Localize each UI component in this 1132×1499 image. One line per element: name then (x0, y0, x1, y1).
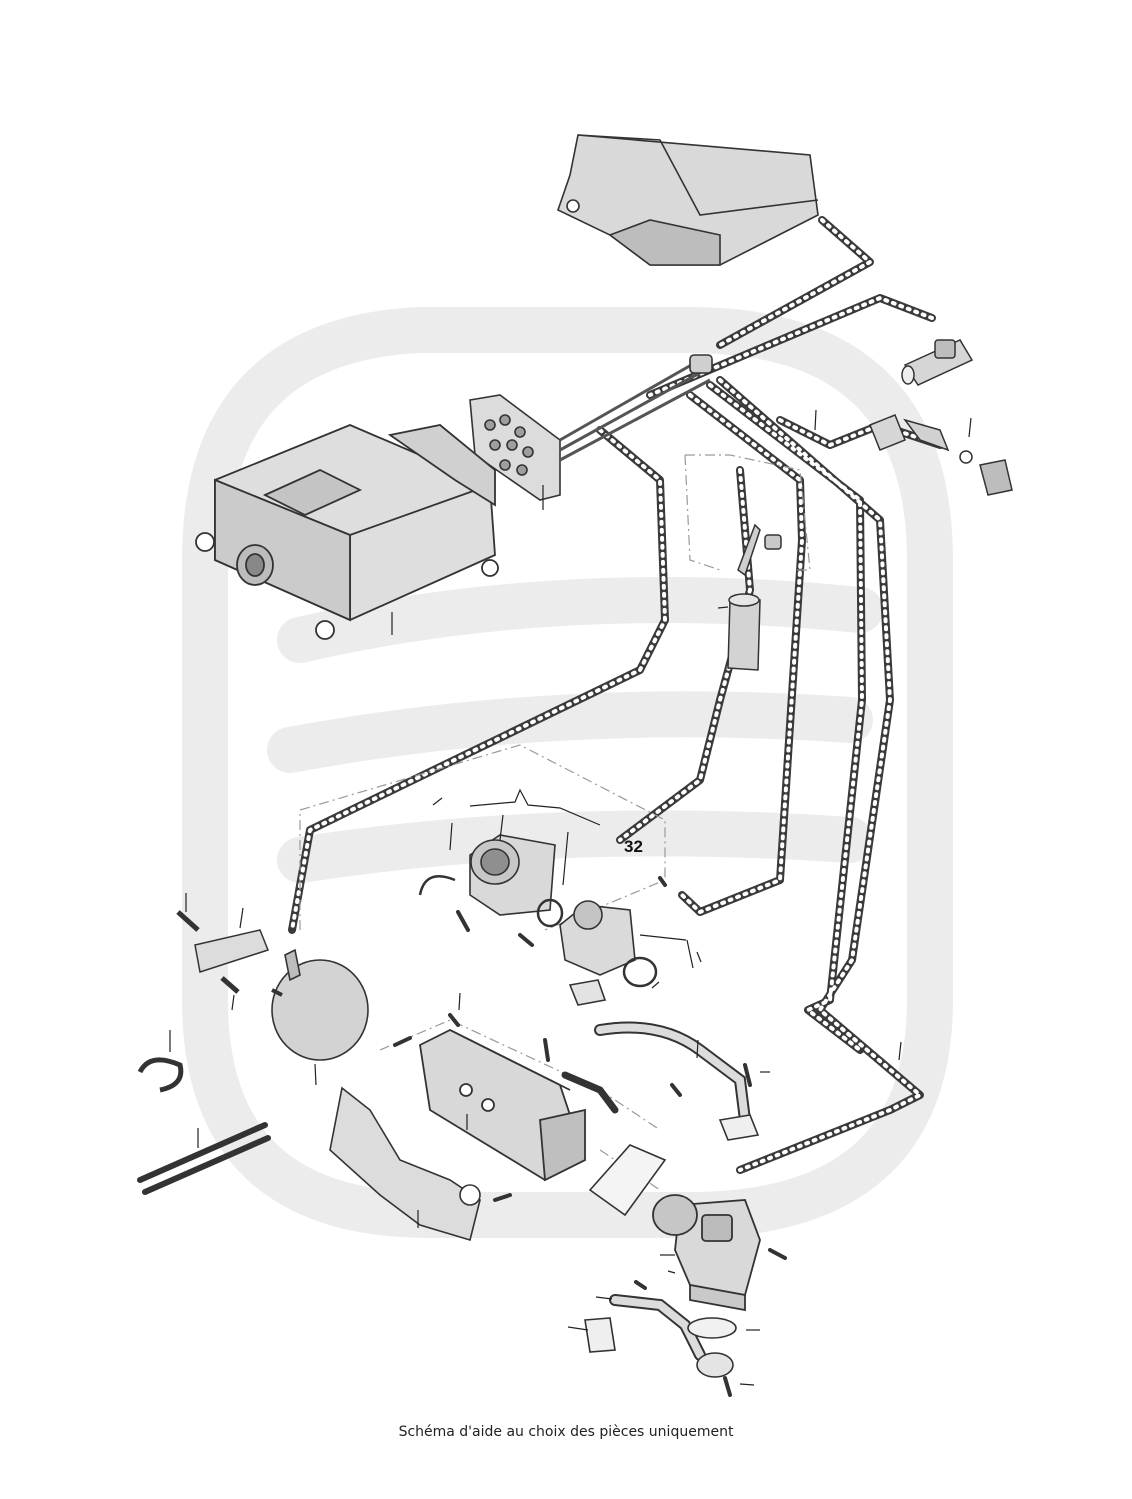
bolts (393, 876, 787, 1397)
small-parts-left (137, 910, 271, 1195)
callout-32: 32 (624, 837, 643, 856)
air-filter-housing (557, 134, 819, 266)
assembly-guides (299, 454, 811, 1191)
multi-pin-connector (469, 354, 713, 501)
hoses (288, 216, 944, 1174)
throttle-housing (418, 834, 564, 928)
disclaimer-caption: Schéma d'aide au choix des pièces unique… (398, 1424, 734, 1440)
egr-module (652, 1194, 761, 1312)
pipes-and-gaskets (584, 1021, 760, 1378)
vacuum-reservoir (271, 948, 369, 1061)
mounting-bracket (329, 1086, 481, 1242)
leader-lines (169, 409, 972, 1386)
vacuum-valves (869, 339, 1013, 496)
egr-valve (559, 900, 658, 1006)
pressure-actuator (727, 523, 782, 671)
watermark-logo (182, 307, 953, 1238)
egr-cooler (419, 1028, 619, 1182)
control-unit (195, 424, 499, 640)
